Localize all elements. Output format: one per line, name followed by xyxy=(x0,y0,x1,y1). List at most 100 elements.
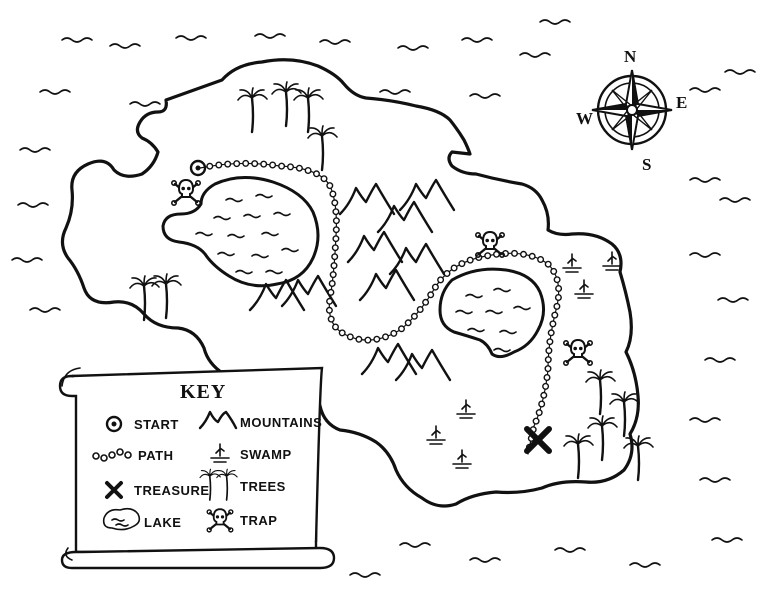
compass-north: N xyxy=(624,47,637,66)
path-bead xyxy=(295,164,303,172)
key-label-path: PATH xyxy=(138,448,173,463)
compass-rose: N E S W xyxy=(576,47,687,174)
map-key: KEY START PATH xyxy=(58,366,336,570)
path-bead xyxy=(382,333,390,341)
path-bead xyxy=(328,280,336,288)
path-bead xyxy=(532,417,540,425)
small-lake xyxy=(438,267,545,359)
big-lake xyxy=(161,176,320,288)
path-bead xyxy=(233,160,241,168)
path-bead xyxy=(546,338,554,346)
path-bead xyxy=(545,347,553,355)
path-bead xyxy=(326,182,334,190)
path-bead xyxy=(553,276,561,284)
path-beads xyxy=(206,159,563,451)
path-bead xyxy=(332,323,340,331)
key-label-lake: LAKE xyxy=(144,515,181,530)
path-bead xyxy=(520,250,528,258)
path-bead xyxy=(330,262,338,270)
path-bead xyxy=(329,190,337,198)
path-bead xyxy=(325,306,333,314)
path-bead xyxy=(410,312,418,320)
path-bead xyxy=(540,391,548,399)
path-bead xyxy=(544,260,552,268)
key-label-swamp: SWAMP xyxy=(240,447,292,462)
path-bead xyxy=(206,162,214,170)
start-icon xyxy=(105,415,123,433)
path-bead xyxy=(346,333,354,341)
path-icon xyxy=(92,448,132,462)
path-bead xyxy=(373,335,381,343)
path-bead xyxy=(535,409,543,417)
path-bead xyxy=(398,325,406,333)
path-bead xyxy=(224,160,232,168)
path-bead xyxy=(511,249,519,257)
path-bead xyxy=(547,329,555,337)
path-bead xyxy=(327,288,335,296)
path-bead xyxy=(404,319,412,327)
key-label-trap: TRAP xyxy=(240,513,277,528)
path-bead xyxy=(327,315,335,323)
compass-east: E xyxy=(676,93,687,112)
path-bead xyxy=(443,270,451,278)
path-bead xyxy=(269,161,277,169)
key-label-trees: TREES xyxy=(240,479,286,494)
path-bead xyxy=(332,217,340,225)
path-bead xyxy=(431,283,439,291)
path-bead xyxy=(528,252,536,260)
start-marker xyxy=(189,159,207,177)
path-bead xyxy=(260,160,268,168)
path-bead xyxy=(544,356,552,364)
treasure-marker xyxy=(524,426,552,454)
path-bead xyxy=(304,166,312,174)
path-bead xyxy=(364,336,372,344)
path-bead xyxy=(422,298,430,306)
path-bead xyxy=(416,306,424,314)
path-bead xyxy=(251,160,259,168)
path-bead xyxy=(338,329,346,337)
path-bead xyxy=(332,235,340,243)
path-bead xyxy=(331,253,339,261)
path-bead xyxy=(331,199,339,207)
key-title: KEY xyxy=(180,381,226,403)
key-label-mountains: MOUNTAINS xyxy=(240,415,322,430)
path-bead xyxy=(542,382,550,390)
treasure-icon xyxy=(105,481,123,499)
path-bead xyxy=(537,256,545,264)
path-bead xyxy=(484,252,492,260)
compass-south: S xyxy=(642,155,651,174)
island-outline xyxy=(60,58,640,508)
path-bead xyxy=(355,335,363,343)
path-bead xyxy=(437,276,445,284)
key-label-treasure: TREASURE xyxy=(134,483,210,498)
path-bead xyxy=(458,260,466,268)
mountains-icon xyxy=(198,410,238,430)
path-bead xyxy=(543,374,551,382)
path-bead xyxy=(242,159,250,167)
path-bead xyxy=(549,320,557,328)
path-bead xyxy=(550,267,558,275)
path-bead xyxy=(320,175,328,183)
path-bead xyxy=(215,161,223,169)
path-bead xyxy=(329,271,337,279)
path-bead xyxy=(551,311,559,319)
path-bead xyxy=(466,256,474,264)
path-bead xyxy=(450,264,458,272)
path-bead xyxy=(332,208,340,216)
path-bead xyxy=(390,329,398,337)
path-bead xyxy=(332,226,340,234)
path-bead xyxy=(538,400,546,408)
path-bead xyxy=(278,162,286,170)
path-bead xyxy=(555,285,563,293)
path-bead xyxy=(326,297,334,305)
path-bead xyxy=(427,291,435,299)
path-bead xyxy=(553,302,561,310)
path-bead xyxy=(287,163,295,171)
path-bead xyxy=(313,170,321,178)
lake-icon xyxy=(102,507,141,531)
compass-west: W xyxy=(576,109,593,128)
path-bead xyxy=(554,294,562,302)
path-bead xyxy=(331,244,339,252)
path-bead xyxy=(544,365,552,373)
